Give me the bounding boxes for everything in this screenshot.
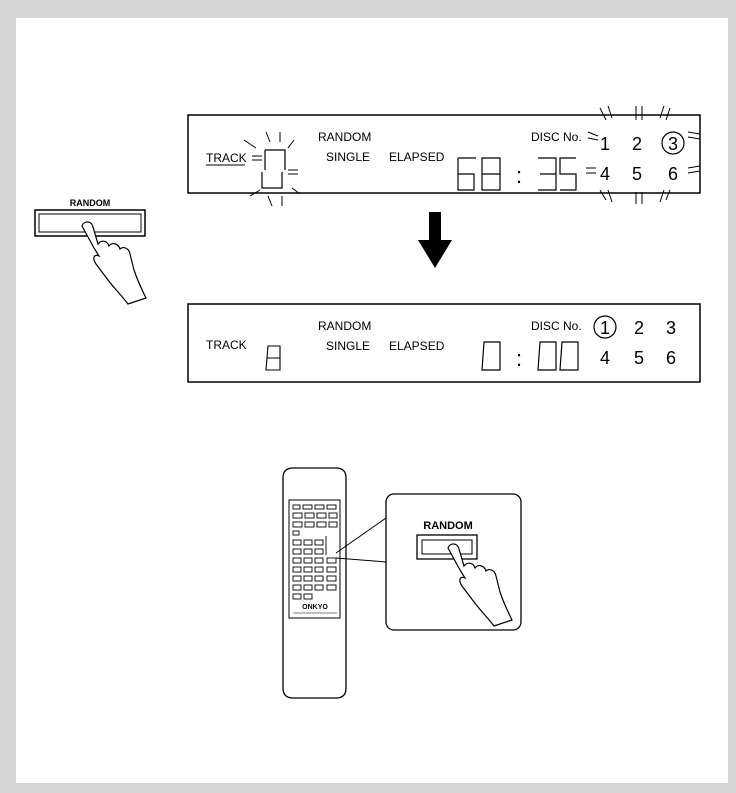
single-label: SINGLE (326, 339, 370, 353)
down-arrow-icon (418, 212, 452, 268)
disc-no-label: DISC No. (531, 130, 582, 144)
circled-disc-marker (593, 315, 617, 339)
remote-buttons (292, 504, 338, 600)
hand-pressing-icon (447, 543, 513, 627)
remote-control: ONKYO (282, 467, 347, 699)
time-colon: : (516, 163, 522, 188)
disc-2: 2 (632, 134, 642, 154)
circled-disc-marker (661, 131, 685, 155)
time-digits-1 (457, 157, 577, 191)
disc-numbers-2: 1 2 3 4 5 6 (593, 315, 676, 368)
disc-5: 5 (632, 164, 642, 184)
time-colon: : (516, 346, 522, 371)
inset-random-label: RANDOM (423, 520, 473, 532)
elapsed-label: ELAPSED (389, 150, 445, 164)
random-label: RANDOM (318, 319, 371, 333)
remote-random-button[interactable] (416, 534, 478, 560)
disc-6: 6 (666, 348, 676, 368)
time-digits-2 (481, 341, 579, 371)
elapsed-label: ELAPSED (389, 339, 445, 353)
random-label: RANDOM (318, 130, 371, 144)
callout-lines (335, 517, 387, 563)
disc-5: 5 (634, 348, 644, 368)
disc-6: 6 (668, 164, 678, 184)
disc-1: 1 (600, 134, 610, 154)
flash-marks-track (243, 131, 301, 207)
display-panel-1: TRACK RANDOM SINGLE ELAPSED DISC No. : 6… (187, 105, 701, 207)
track-segment-digit (261, 149, 286, 189)
single-label: SINGLE (326, 150, 370, 164)
track-label: TRACK (206, 151, 247, 165)
disc-3: 3 (666, 318, 676, 338)
disc-1: 1 (600, 318, 610, 338)
disc-2: 2 (634, 318, 644, 338)
track-label: TRACK (206, 338, 247, 352)
disc-3: 3 (668, 134, 678, 154)
remote-brand-logo: ONKYO (302, 604, 328, 611)
hand-pressing-icon (81, 221, 147, 305)
disc-4: 4 (600, 348, 610, 368)
disc-no-label: DISC No. (531, 319, 582, 333)
display-panel-2: TRACK RANDOM SINGLE ELAPSED DISC No. 8 :… (187, 303, 701, 383)
disc-numbers-1: 1 2 3 4 5 6 (600, 131, 685, 184)
disc-4: 4 (600, 164, 610, 184)
track-digit (265, 345, 281, 371)
random-button-label: RANDOM (70, 198, 111, 208)
flash-marks-discs (586, 105, 701, 204)
